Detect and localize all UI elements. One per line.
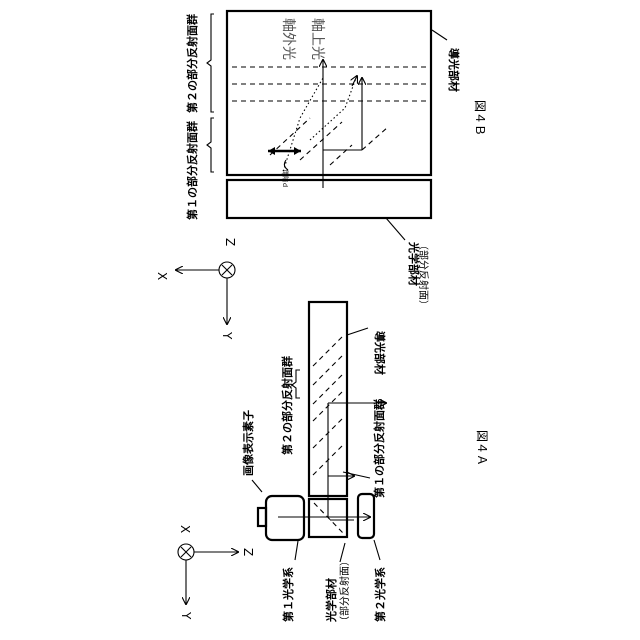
fig-b-group1-dash-1 — [270, 118, 310, 155]
fig-a-group2-dash-2 — [313, 355, 343, 385]
fig-b-axes: X Y Z — [155, 238, 237, 340]
fig-b-group1-dash-4 — [362, 127, 388, 150]
fig-b-off-axis-label: 軸外光 — [280, 18, 296, 60]
fig-a-opt1-leader — [295, 541, 298, 560]
fig-a-axis-z: Z — [241, 548, 255, 556]
fig-a-axis-y: Y — [179, 611, 193, 620]
fig-b-gap-label: 間隔ｄ — [281, 170, 289, 188]
fig-b-axis-x: X — [155, 272, 169, 280]
fig-a-caption: 図４Ａ — [475, 430, 489, 466]
fig-b-group1-brace — [207, 118, 214, 172]
fig-a-opt1-label: 第１光学系 — [281, 567, 295, 622]
fig-a-opt-member-label: 光学部材 — [324, 578, 338, 623]
fig-a-axes: X Y Z — [178, 525, 255, 620]
fig-b-axis-z: Z — [223, 238, 237, 246]
fig-a-light-guide-leader — [347, 328, 368, 335]
fig-a-opt2-label: 第２光学系 — [373, 567, 387, 622]
fig-a-group2-label: 第２の部分反射面群 — [280, 356, 294, 455]
fig-b-opt-sub: （部分反射面） — [417, 240, 430, 310]
fig-b-offaxis-arrow — [352, 76, 357, 86]
fig-b-group1-dash-2 — [300, 122, 342, 160]
fig-a-image-label: 画像表示素子 — [241, 410, 255, 476]
fig-a-opt-sys2 — [358, 494, 374, 538]
fig-b-group2-brace — [207, 14, 214, 112]
fig-a-axis-x: X — [178, 525, 192, 533]
fig-b-optical-member — [227, 180, 431, 218]
fig-b-offaxis-ray-1 — [282, 78, 323, 175]
fig-b-offaxis-ray-2 — [310, 78, 356, 140]
fig-a-group2-dash-1 — [313, 374, 343, 404]
fig-b-axis-y: Y — [220, 331, 234, 340]
fig-b-group2-label: 第２の部分反射面群 — [185, 14, 199, 113]
fig-b-light-guide-leader — [432, 30, 447, 40]
fig-b-group1-label: 第１の部分反射面群 — [185, 121, 199, 220]
fig-b-on-axis-label: 軸上光 — [309, 18, 325, 60]
fig-a-light-guide-label: 導光部材 — [373, 331, 387, 375]
fig-a-group2-dash-3 — [313, 336, 343, 366]
fig-b-group1-dash-3 — [330, 145, 352, 165]
fig-4b: 間隔ｄ 軸外光 軸上光 第２の部分反射面群 第１の部分反射面群 導光部材 光学部… — [155, 11, 487, 340]
fig-a-image-leader — [252, 480, 262, 492]
fig-a-image-element — [266, 496, 304, 540]
fig-b-light-guide-label: 導光部材 — [447, 48, 461, 92]
fig-a-opt-member-sub: （部分反射面） — [338, 556, 351, 626]
fig-a-image-element-tab — [258, 508, 266, 526]
fig-b-caption: 図４Ｂ — [473, 100, 487, 136]
fig-4a: 第２の部分反射面群 第１の部分反射面群 導光部材 画像表示素子 第１光学系 光学… — [178, 302, 489, 626]
fig-a-opt2-leader — [374, 540, 380, 560]
fig-a-group1-label: 第１の部分反射面群 — [372, 399, 386, 498]
fig-b-opt-leader — [386, 218, 405, 240]
